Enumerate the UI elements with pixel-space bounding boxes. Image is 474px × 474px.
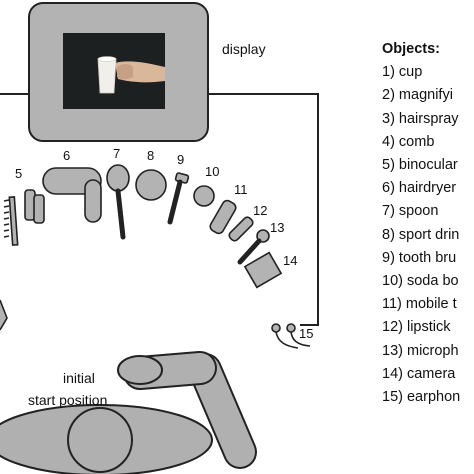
object-number-15: 15 (299, 326, 314, 341)
person-head (67, 407, 133, 473)
object-number-10: 10 (205, 164, 220, 179)
object-number-12: 12 (253, 203, 268, 218)
legend-item-8: 8) sport drin (382, 226, 460, 243)
person-hand (117, 355, 163, 385)
objects-legend: Objects: 1) cup 2) magnifyi 3) hairspray… (382, 38, 460, 409)
earphones-object (271, 323, 311, 349)
object-number-13: 13 (270, 220, 285, 235)
hairdryer-object (42, 167, 102, 223)
person-figure (0, 351, 257, 474)
legend-item-15: 15) earphon (382, 389, 461, 406)
lipstick-object (228, 216, 254, 242)
microphone-object (237, 229, 270, 265)
legend-item-11: 11) mobile t (382, 296, 457, 313)
object-number-8: 8 (147, 148, 155, 163)
legend-item-5: 5) binocular (382, 157, 458, 174)
start-position-label-line1: initial (63, 370, 95, 386)
sport-drink-object (135, 169, 167, 201)
legend-item-4: 4) comb (382, 133, 435, 150)
object-number-9: 9 (177, 152, 185, 167)
object-number-11: 11 (234, 182, 248, 197)
soda-bottle-object (193, 185, 215, 207)
hairspray-object (0, 299, 8, 331)
objects-arc (0, 164, 311, 349)
display-screen (63, 33, 165, 109)
legend-item-6: 6) hairdryer (382, 180, 457, 197)
object-number-6: 6 (63, 148, 71, 163)
camera-object (243, 251, 283, 289)
start-position-label-line2: start position (28, 392, 108, 408)
legend-item-10: 10) soda bo (382, 273, 459, 290)
legend-item-13: 13) microph (382, 342, 459, 359)
cup-photo (63, 33, 165, 109)
object-number-14: 14 (283, 253, 298, 268)
object-number-7: 7 (113, 146, 121, 161)
object-number-5: 5 (15, 166, 23, 181)
legend-item-1: 1) cup (382, 64, 423, 81)
display-label: display (222, 41, 266, 57)
toothbrush-object (167, 172, 190, 225)
legend-item-2: 2) magnifyi (382, 87, 453, 104)
legend-title: Objects: (382, 41, 441, 57)
legend-item-12: 12) lipstick (382, 319, 451, 336)
legend-item-14: 14) camera (382, 365, 456, 382)
legend-item-9: 9) tooth bru (382, 249, 457, 266)
legend-item-3: 3) hairspray (382, 110, 459, 127)
legend-item-7: 7) spoon (382, 203, 439, 220)
spoon-object (106, 164, 130, 240)
comb-object (3, 195, 19, 246)
mobile-object (209, 199, 237, 235)
binocular-object (24, 189, 45, 224)
